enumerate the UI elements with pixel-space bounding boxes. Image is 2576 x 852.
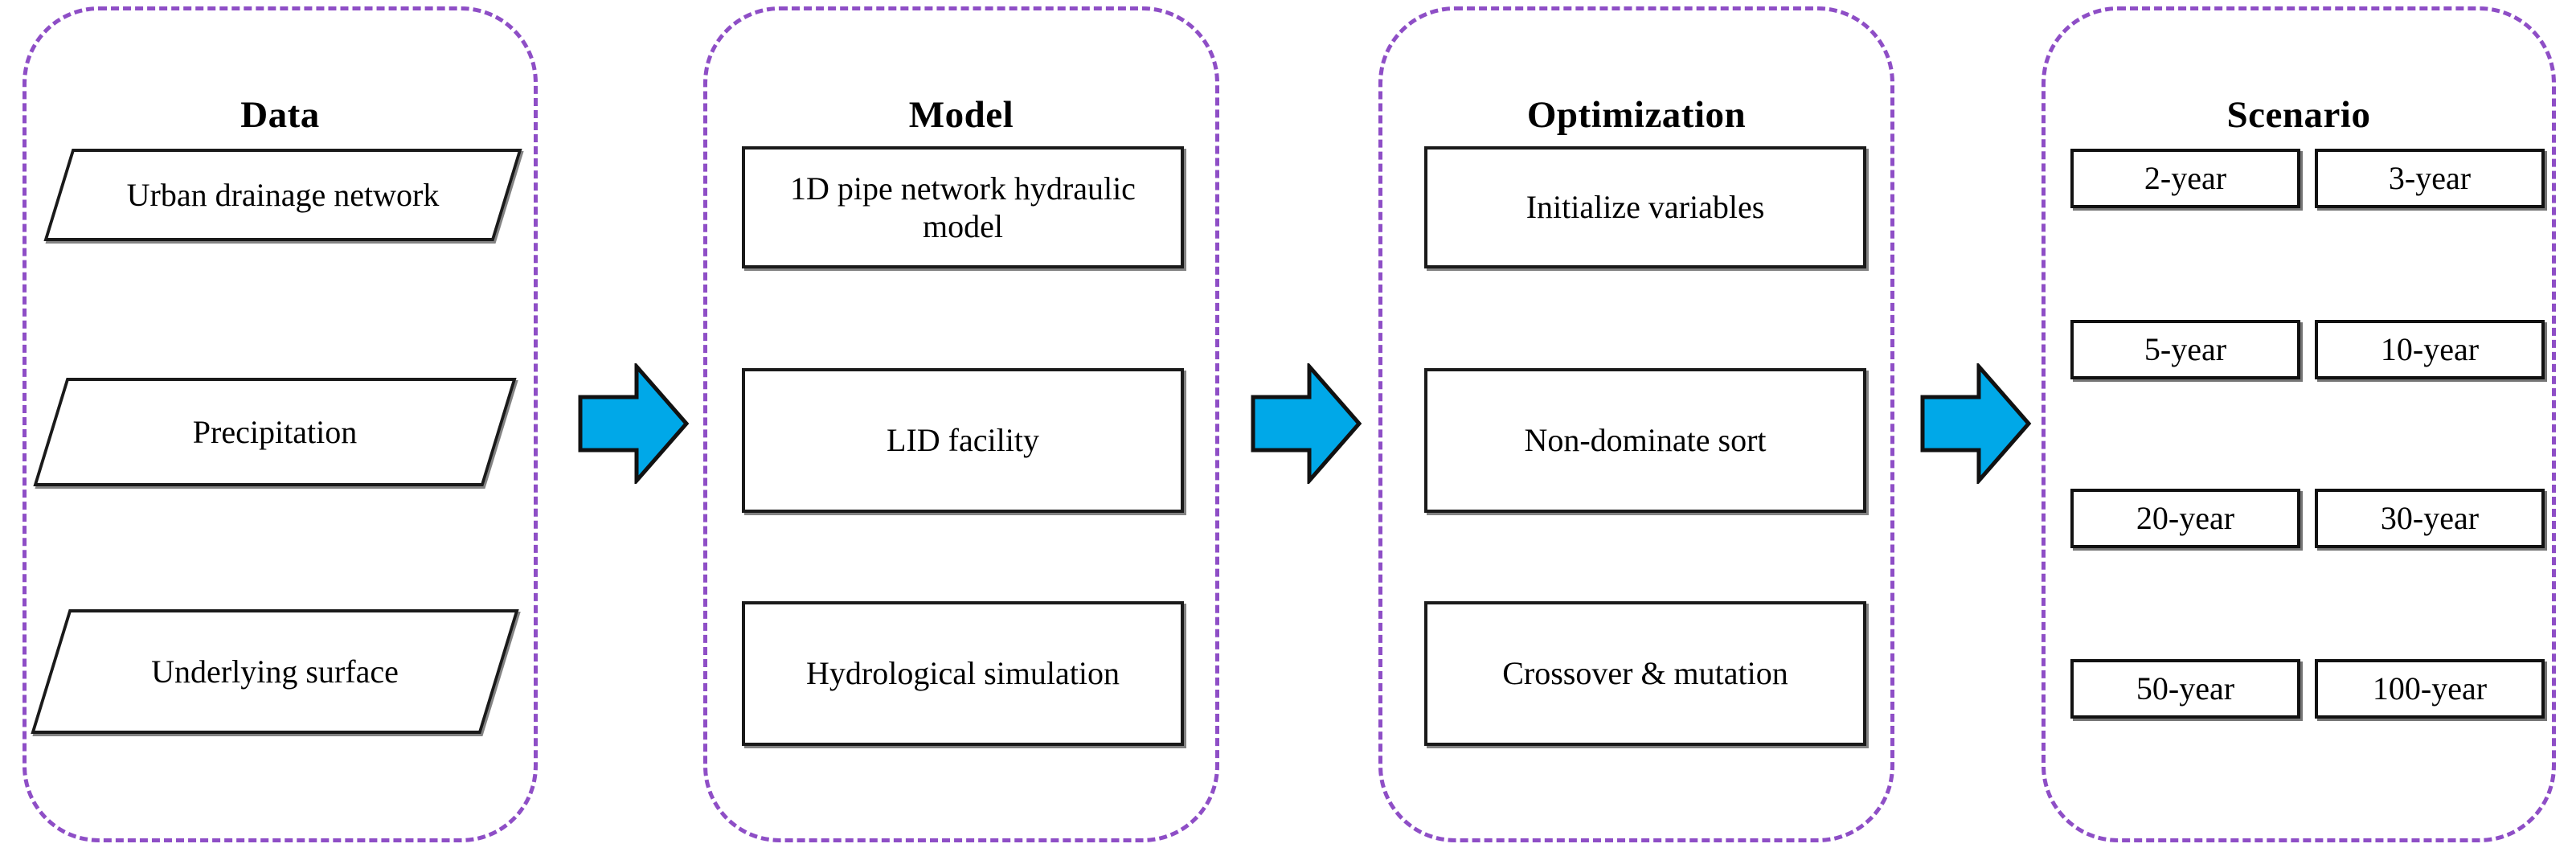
node-hydrological-simulation[interactable]: Hydrological simulation [742,601,1184,746]
node-label: Precipitation [192,413,358,450]
panel-scenario-title: Scenario [2226,94,2371,136]
node-label: 30-year [2380,500,2480,536]
panel-scenario [2042,6,2556,842]
node-label: Urban drainage network [126,176,440,213]
node-lid-facility[interactable]: LID facility [742,368,1184,513]
node-1d-pipe-network-hydraulic-model[interactable]: 1D pipe network hydraulic model [742,146,1184,268]
node-label: Underlying surface [151,653,399,690]
node-label: 5-year [2144,331,2227,367]
panel-data [23,6,538,842]
node-label: Initialize variables [1526,189,1765,226]
node-label: 20-year [2136,500,2235,536]
node-underlying-surface[interactable]: Underlying surface [31,609,519,734]
node-label: Crossover & mutation [1502,655,1788,692]
node-label: Hydrological simulation [806,655,1120,692]
arrow-data-to-model [577,363,690,484]
node-label: 2-year [2144,160,2227,196]
node-precipitation[interactable]: Precipitation [33,378,517,486]
panel-model [703,6,1219,842]
node-scenario-5-year[interactable]: 5-year [2070,320,2300,379]
node-scenario-100-year[interactable]: 100-year [2315,659,2545,719]
node-scenario-3-year[interactable]: 3-year [2315,149,2545,208]
arrow-model-to-optimization [1250,363,1362,484]
panel-data-title: Data [240,94,320,136]
node-label: 10-year [2380,331,2480,367]
node-label: 100-year [2372,670,2488,707]
node-scenario-50-year[interactable]: 50-year [2070,659,2300,719]
node-label: 1D pipe network hydraulic model [790,170,1136,244]
node-label: LID facility [887,422,1039,459]
node-crossover-and-mutation[interactable]: Crossover & mutation [1424,601,1866,746]
arrow-optimization-to-scenario [1919,363,2032,484]
panel-model-title: Model [908,94,1014,136]
node-urban-drainage-network[interactable]: Urban drainage network [43,149,522,241]
node-label: 3-year [2388,160,2472,196]
panel-optimization-title: Optimization [1526,94,1747,136]
node-scenario-10-year[interactable]: 10-year [2315,320,2545,379]
node-non-dominate-sort[interactable]: Non-dominate sort [1424,368,1866,513]
node-scenario-2-year[interactable]: 2-year [2070,149,2300,208]
node-initialize-variables[interactable]: Initialize variables [1424,146,1866,268]
node-scenario-20-year[interactable]: 20-year [2070,489,2300,548]
panel-optimization [1378,6,1894,842]
node-label: Non-dominate sort [1524,422,1767,459]
node-label: 50-year [2136,670,2235,707]
node-scenario-30-year[interactable]: 30-year [2315,489,2545,548]
